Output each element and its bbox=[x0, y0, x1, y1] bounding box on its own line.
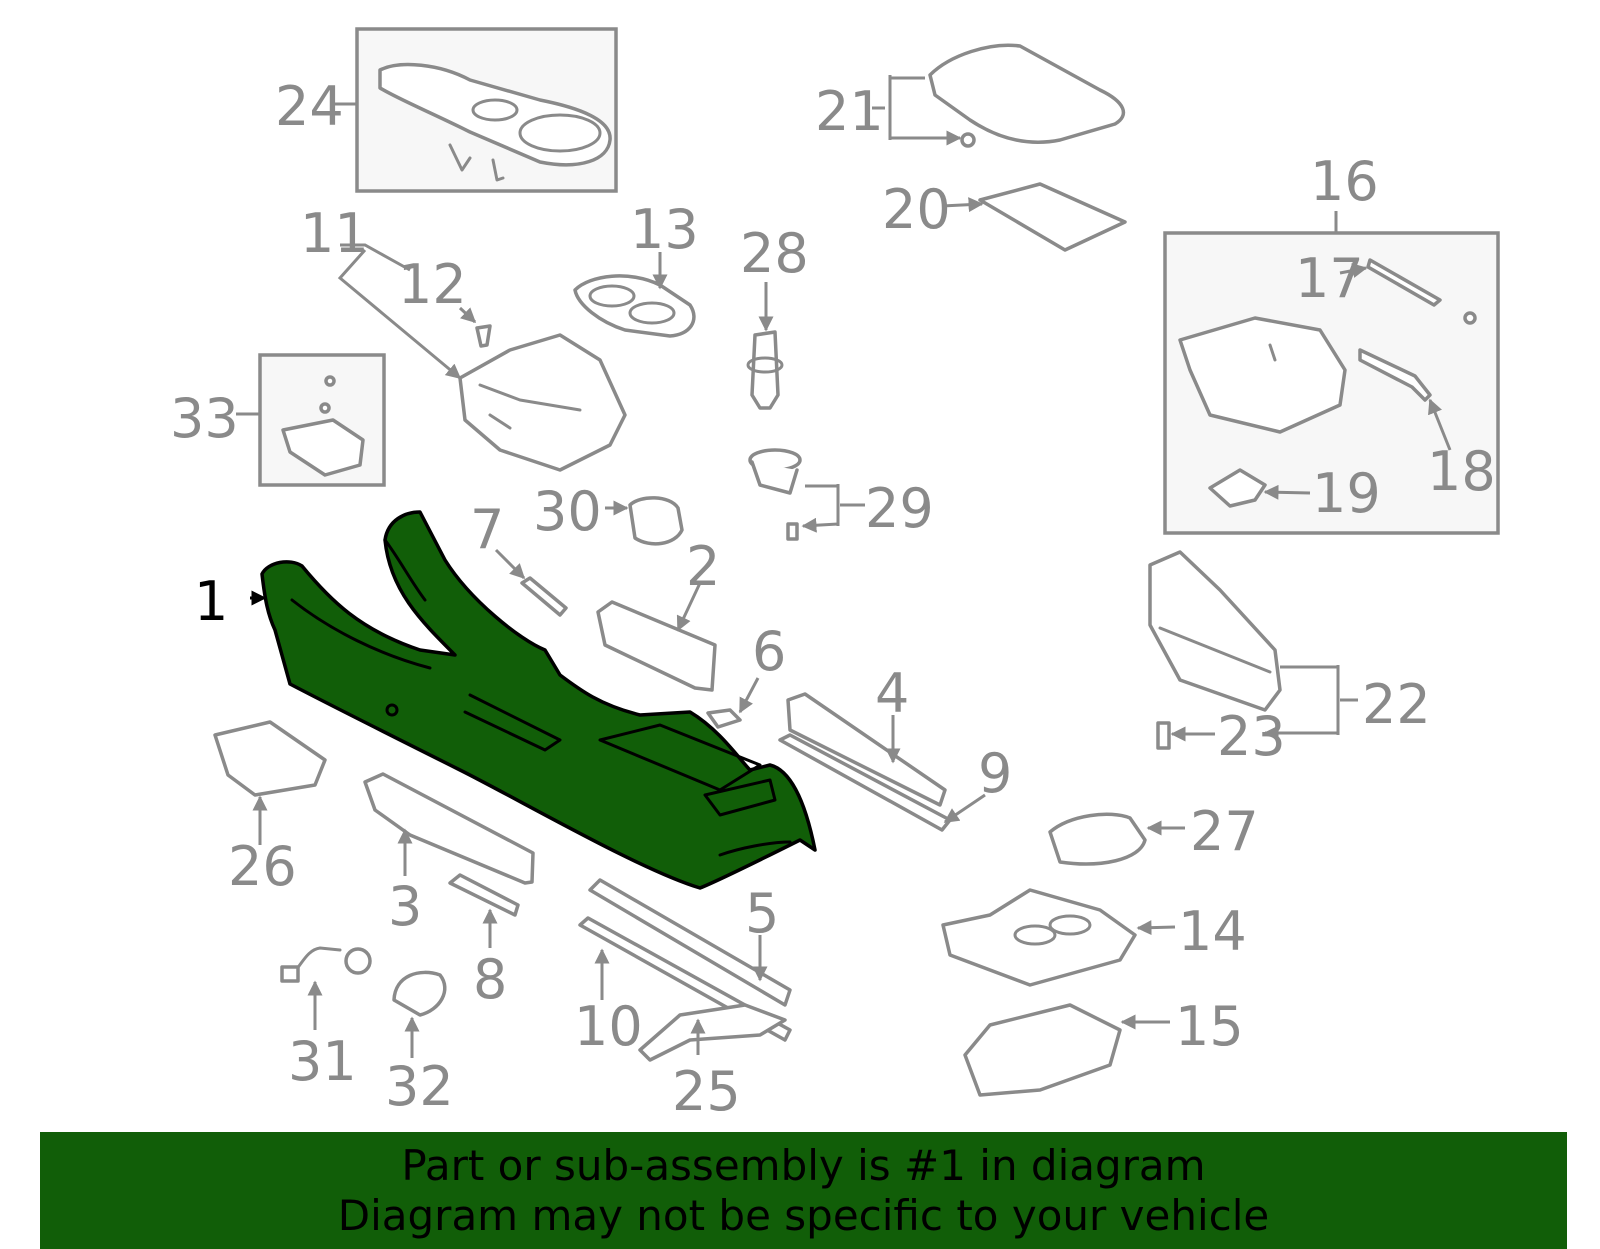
part-26-bin bbox=[213, 720, 327, 797]
callout-29: 29 bbox=[865, 477, 934, 540]
part-30-cover bbox=[628, 496, 684, 546]
callout-25: 25 bbox=[672, 1060, 741, 1123]
banner-line-1: Part or sub-assembly is #1 in diagram bbox=[401, 1140, 1206, 1190]
part-22-shift-boot bbox=[1148, 550, 1282, 712]
callout-12: 12 bbox=[398, 253, 467, 316]
callout-32: 32 bbox=[385, 1055, 454, 1118]
part-5-rail bbox=[588, 878, 792, 1007]
callout-8: 8 bbox=[473, 948, 507, 1011]
callout-28: 28 bbox=[740, 222, 809, 285]
callout-3: 3 bbox=[388, 875, 422, 938]
callout-7: 7 bbox=[470, 498, 504, 561]
part-28-socket bbox=[746, 330, 784, 410]
callout-4: 4 bbox=[875, 662, 909, 725]
part-29-lighter bbox=[748, 448, 802, 541]
callout-20: 20 bbox=[882, 178, 951, 241]
callout-6: 6 bbox=[752, 620, 786, 683]
info-banner: Part or sub-assembly is #1 in diagram Di… bbox=[40, 1132, 1567, 1249]
callout-27: 27 bbox=[1190, 800, 1259, 863]
part-33-switch bbox=[258, 353, 386, 487]
callout-9: 9 bbox=[978, 742, 1012, 805]
part-3-trim-panel bbox=[363, 772, 535, 885]
callout-labels: 1 2 3 4 5 6 7 8 9 10 11 12 13 14 15 16 1… bbox=[170, 75, 1496, 1123]
callout-2: 2 bbox=[686, 535, 720, 598]
callout-23: 23 bbox=[1217, 705, 1286, 768]
part-4-trim bbox=[786, 692, 947, 807]
leader-lines bbox=[236, 75, 1452, 1058]
callout-22: 22 bbox=[1362, 673, 1431, 736]
part-1-console-body bbox=[260, 510, 817, 890]
callout-26: 26 bbox=[228, 835, 297, 898]
part-2-panel bbox=[596, 600, 717, 692]
callout-10: 10 bbox=[574, 995, 643, 1058]
part-32-holder bbox=[392, 970, 447, 1017]
part-13-cup-holder-insert bbox=[573, 274, 696, 338]
part-11-console-box bbox=[458, 333, 627, 472]
part-16-storage-box-assembly bbox=[1163, 231, 1500, 535]
callout-15: 15 bbox=[1175, 995, 1244, 1058]
callout-31: 31 bbox=[288, 1030, 357, 1093]
callout-30: 30 bbox=[533, 480, 602, 543]
callout-33: 33 bbox=[170, 387, 239, 450]
callout-17: 17 bbox=[1295, 247, 1364, 310]
callout-11: 11 bbox=[300, 202, 369, 265]
callout-18: 18 bbox=[1427, 440, 1496, 503]
callout-19: 19 bbox=[1312, 462, 1381, 525]
part-23-pin bbox=[1156, 721, 1171, 750]
banner-line-2: Diagram may not be specific to your vehi… bbox=[337, 1190, 1270, 1240]
part-15-bracket bbox=[963, 1003, 1122, 1097]
callout-14: 14 bbox=[1178, 900, 1247, 963]
part-7-strip bbox=[520, 576, 568, 617]
part-12-clip bbox=[475, 324, 492, 348]
part-21-armrest-lid bbox=[928, 43, 1126, 148]
callout-16: 16 bbox=[1310, 150, 1379, 213]
callout-13: 13 bbox=[630, 198, 699, 261]
callout-21: 21 bbox=[815, 80, 884, 143]
callout-5: 5 bbox=[745, 882, 779, 945]
part-8-strip bbox=[448, 873, 520, 917]
part-27-bin bbox=[1048, 812, 1147, 866]
part-20-pad bbox=[978, 182, 1127, 252]
callout-1: 1 bbox=[194, 570, 228, 633]
part-14-cup-holder bbox=[941, 888, 1137, 987]
callout-24: 24 bbox=[275, 75, 344, 138]
part-6-plate bbox=[706, 708, 742, 729]
part-24-console-tray bbox=[355, 27, 618, 193]
part-25-bracket bbox=[638, 1003, 787, 1062]
part-31-wire-harness bbox=[280, 946, 372, 983]
